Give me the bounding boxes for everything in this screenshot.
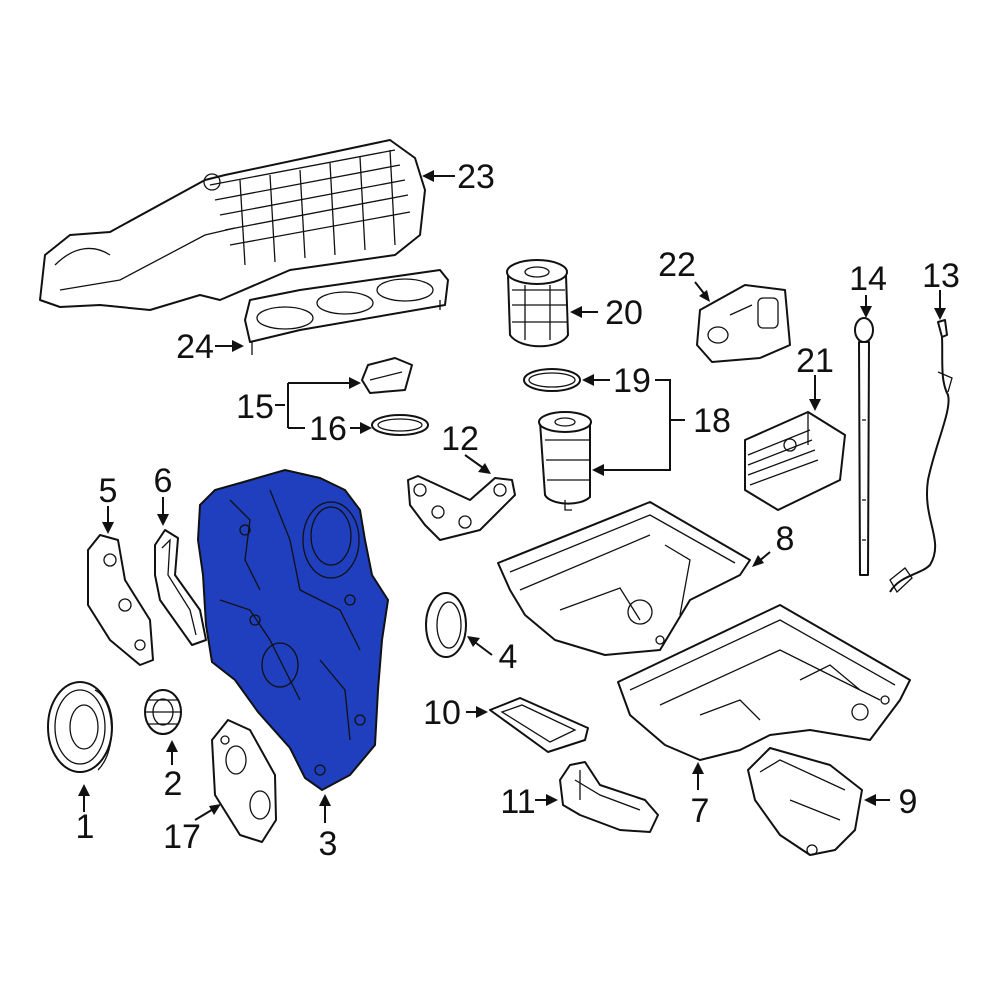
part-12-bracket[interactable] — [407, 475, 516, 541]
part-13-dipstick-tube[interactable] — [889, 319, 953, 594]
part-7-oil-pan[interactable] — [617, 604, 911, 761]
part-6-gasket[interactable] — [154, 529, 207, 646]
part-24-manifold-gasket[interactable] — [244, 269, 449, 355]
part-11-oil-pump[interactable] — [559, 761, 659, 833]
part-8-upper-oil-pan[interactable] — [497, 501, 751, 656]
callout-12: 12 — [441, 420, 479, 458]
part-20-filter-cap[interactable] — [506, 259, 569, 348]
callout-21: 21 — [796, 342, 834, 380]
callout-23: 23 — [457, 158, 495, 196]
callout-17: 17 — [163, 818, 201, 856]
callout-14: 14 — [849, 260, 887, 298]
part-15-bracket[interactable] — [361, 357, 413, 394]
part-16-seal-ring[interactable] — [371, 414, 429, 436]
callout-7: 7 — [691, 792, 710, 830]
part-14-dipstick[interactable] — [854, 317, 874, 576]
callout-19: 19 — [613, 362, 651, 400]
part-2-sprocket[interactable] — [144, 689, 182, 735]
callout-labels: 23 24 15 16 20 19 18 22 21 14 13 12 8 4 … — [76, 158, 960, 863]
callout-13: 13 — [922, 257, 960, 295]
part-10-gasket[interactable] — [489, 697, 589, 753]
leader-lines — [78, 170, 946, 823]
part-21-oil-cooler[interactable] — [744, 411, 846, 511]
callout-8: 8 — [776, 520, 795, 558]
callout-3: 3 — [319, 825, 338, 863]
part-19-oring[interactable] — [523, 368, 581, 392]
part-4-crankshaft-seal[interactable] — [425, 592, 467, 658]
callout-24: 24 — [176, 328, 214, 366]
callout-18: 18 — [693, 402, 731, 440]
callout-20: 20 — [605, 294, 643, 332]
callout-2: 2 — [164, 765, 183, 803]
part-18-filter-element[interactable] — [538, 411, 592, 511]
part-1-pulley[interactable] — [47, 681, 113, 773]
callout-10: 10 — [423, 694, 461, 732]
part-9-oil-sump[interactable] — [747, 747, 863, 856]
callout-6: 6 — [154, 462, 173, 500]
callout-16: 16 — [309, 410, 347, 448]
callout-9: 9 — [899, 783, 918, 821]
callout-5: 5 — [99, 472, 118, 510]
callout-1: 1 — [76, 808, 95, 846]
part-22-housing-gasket[interactable] — [696, 284, 791, 363]
part-23-intake-manifold[interactable] — [39, 139, 426, 311]
part-17-cover[interactable] — [211, 719, 277, 843]
callout-11: 11 — [500, 783, 535, 821]
part-3-timing-cover[interactable] — [196, 468, 390, 792]
part-5-cover-plate[interactable] — [87, 534, 154, 666]
callout-15: 15 — [236, 388, 274, 426]
callout-4: 4 — [499, 638, 518, 676]
callout-22: 22 — [658, 246, 696, 284]
